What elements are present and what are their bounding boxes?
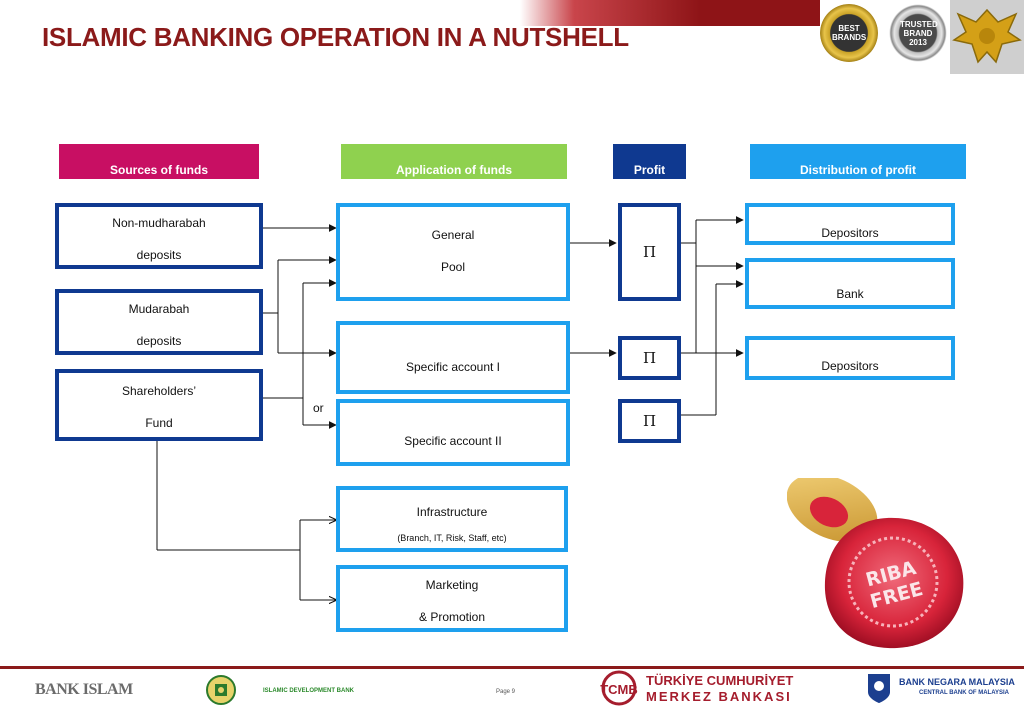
- specific-account-1-label: Specific account I: [405, 360, 501, 374]
- depositors-2-label: Depositors: [821, 359, 879, 373]
- bnm-name-line1: BANK NEGARA MALAYSIA: [899, 677, 1015, 687]
- tcmb-logo-text: TCMB: [600, 682, 638, 697]
- depositors-1-box: Depositors: [745, 203, 955, 245]
- shareholders-line2: Fund: [145, 416, 173, 430]
- depositors-1-label: Depositors: [821, 226, 879, 240]
- tcmb-logo-icon: TCMB: [598, 670, 640, 706]
- riba-free-stamp-image: RIBA FREE: [787, 478, 968, 656]
- bnm-name-line2: CENTRAL BANK OF MALAYSIA: [919, 690, 1010, 696]
- non-mudharabah-deposits-box: Non-mudharabah deposits: [55, 203, 263, 269]
- general-pool-line1: General: [431, 228, 475, 242]
- page-title: ISLAMIC BANKING OPERATION IN A NUTSHELL: [42, 22, 629, 52]
- distribution-of-profit-header: Distribution of profit: [750, 144, 966, 179]
- sources-of-funds-header: Sources of funds: [59, 144, 259, 179]
- non-mudharabah-line2: deposits: [136, 248, 182, 262]
- trusted-brand-label: TRUSTED BRAND 2013: [900, 19, 938, 47]
- bank-label: Bank: [836, 287, 864, 301]
- general-pool-box: General Pool: [336, 203, 570, 301]
- idb-emblem-icon: [205, 674, 237, 706]
- profit-specific-1-box: Π: [618, 336, 681, 380]
- marketing-line2: & Promotion: [418, 610, 486, 624]
- bnm-crest-icon: [866, 672, 892, 704]
- footer-divider: [0, 666, 1024, 669]
- specific-account-2-label: Specific account II: [404, 434, 502, 448]
- application-of-funds-header: Application of funds: [341, 144, 567, 179]
- infrastructure-box: Infrastructure (Branch, IT, Risk, Staff,…: [336, 486, 568, 552]
- mudarabah-deposits-box: Mudarabah deposits: [55, 289, 263, 355]
- infrastructure-label: Infrastructure: [416, 505, 488, 519]
- best-brands-award-icon: BEST BRANDS: [820, 4, 878, 62]
- bank-box: Bank: [745, 258, 955, 309]
- top-decor-bar: [520, 0, 820, 26]
- or-label: or: [313, 401, 324, 415]
- mudarabah-line1: Mudarabah: [128, 302, 190, 316]
- shareholders-line1: Shareholders’: [121, 384, 197, 398]
- best-brands-label: BEST BRANDS: [832, 24, 867, 42]
- eagle-crest-icon: [950, 0, 1024, 74]
- shareholders-fund-box: Shareholders’ Fund: [55, 369, 263, 441]
- bank-islam-logo: BANK ISLAM: [35, 681, 133, 698]
- tcmb-name-line2: MERKEZ BANKASI: [646, 689, 792, 704]
- profit-specific-2-box: Π: [618, 399, 681, 443]
- tcmb-name-line1: TÜRKİYE CUMHURİYET: [646, 673, 794, 688]
- infrastructure-note: (Branch, IT, Risk, Staff, etc): [397, 533, 507, 543]
- marketing-promotion-box: Marketing & Promotion: [336, 565, 568, 632]
- trusted-brand-award-icon: TRUSTED BRAND 2013: [889, 4, 947, 62]
- profit-general-box: Π: [618, 203, 681, 301]
- specific-account-1-box: Specific account I: [336, 321, 570, 394]
- general-pool-line2: Pool: [440, 260, 466, 274]
- idb-label: ISLAMIC DEVELOPMENT BANK: [263, 688, 355, 694]
- page-number: Page 9: [496, 689, 516, 695]
- profit-header: Profit: [613, 144, 686, 179]
- marketing-line1: Marketing: [425, 578, 479, 592]
- non-mudharabah-line1: Non-mudharabah: [112, 216, 206, 230]
- depositors-2-box: Depositors: [745, 336, 955, 380]
- mudarabah-line2: deposits: [136, 334, 182, 348]
- specific-account-2-box: Specific account II: [336, 399, 570, 466]
